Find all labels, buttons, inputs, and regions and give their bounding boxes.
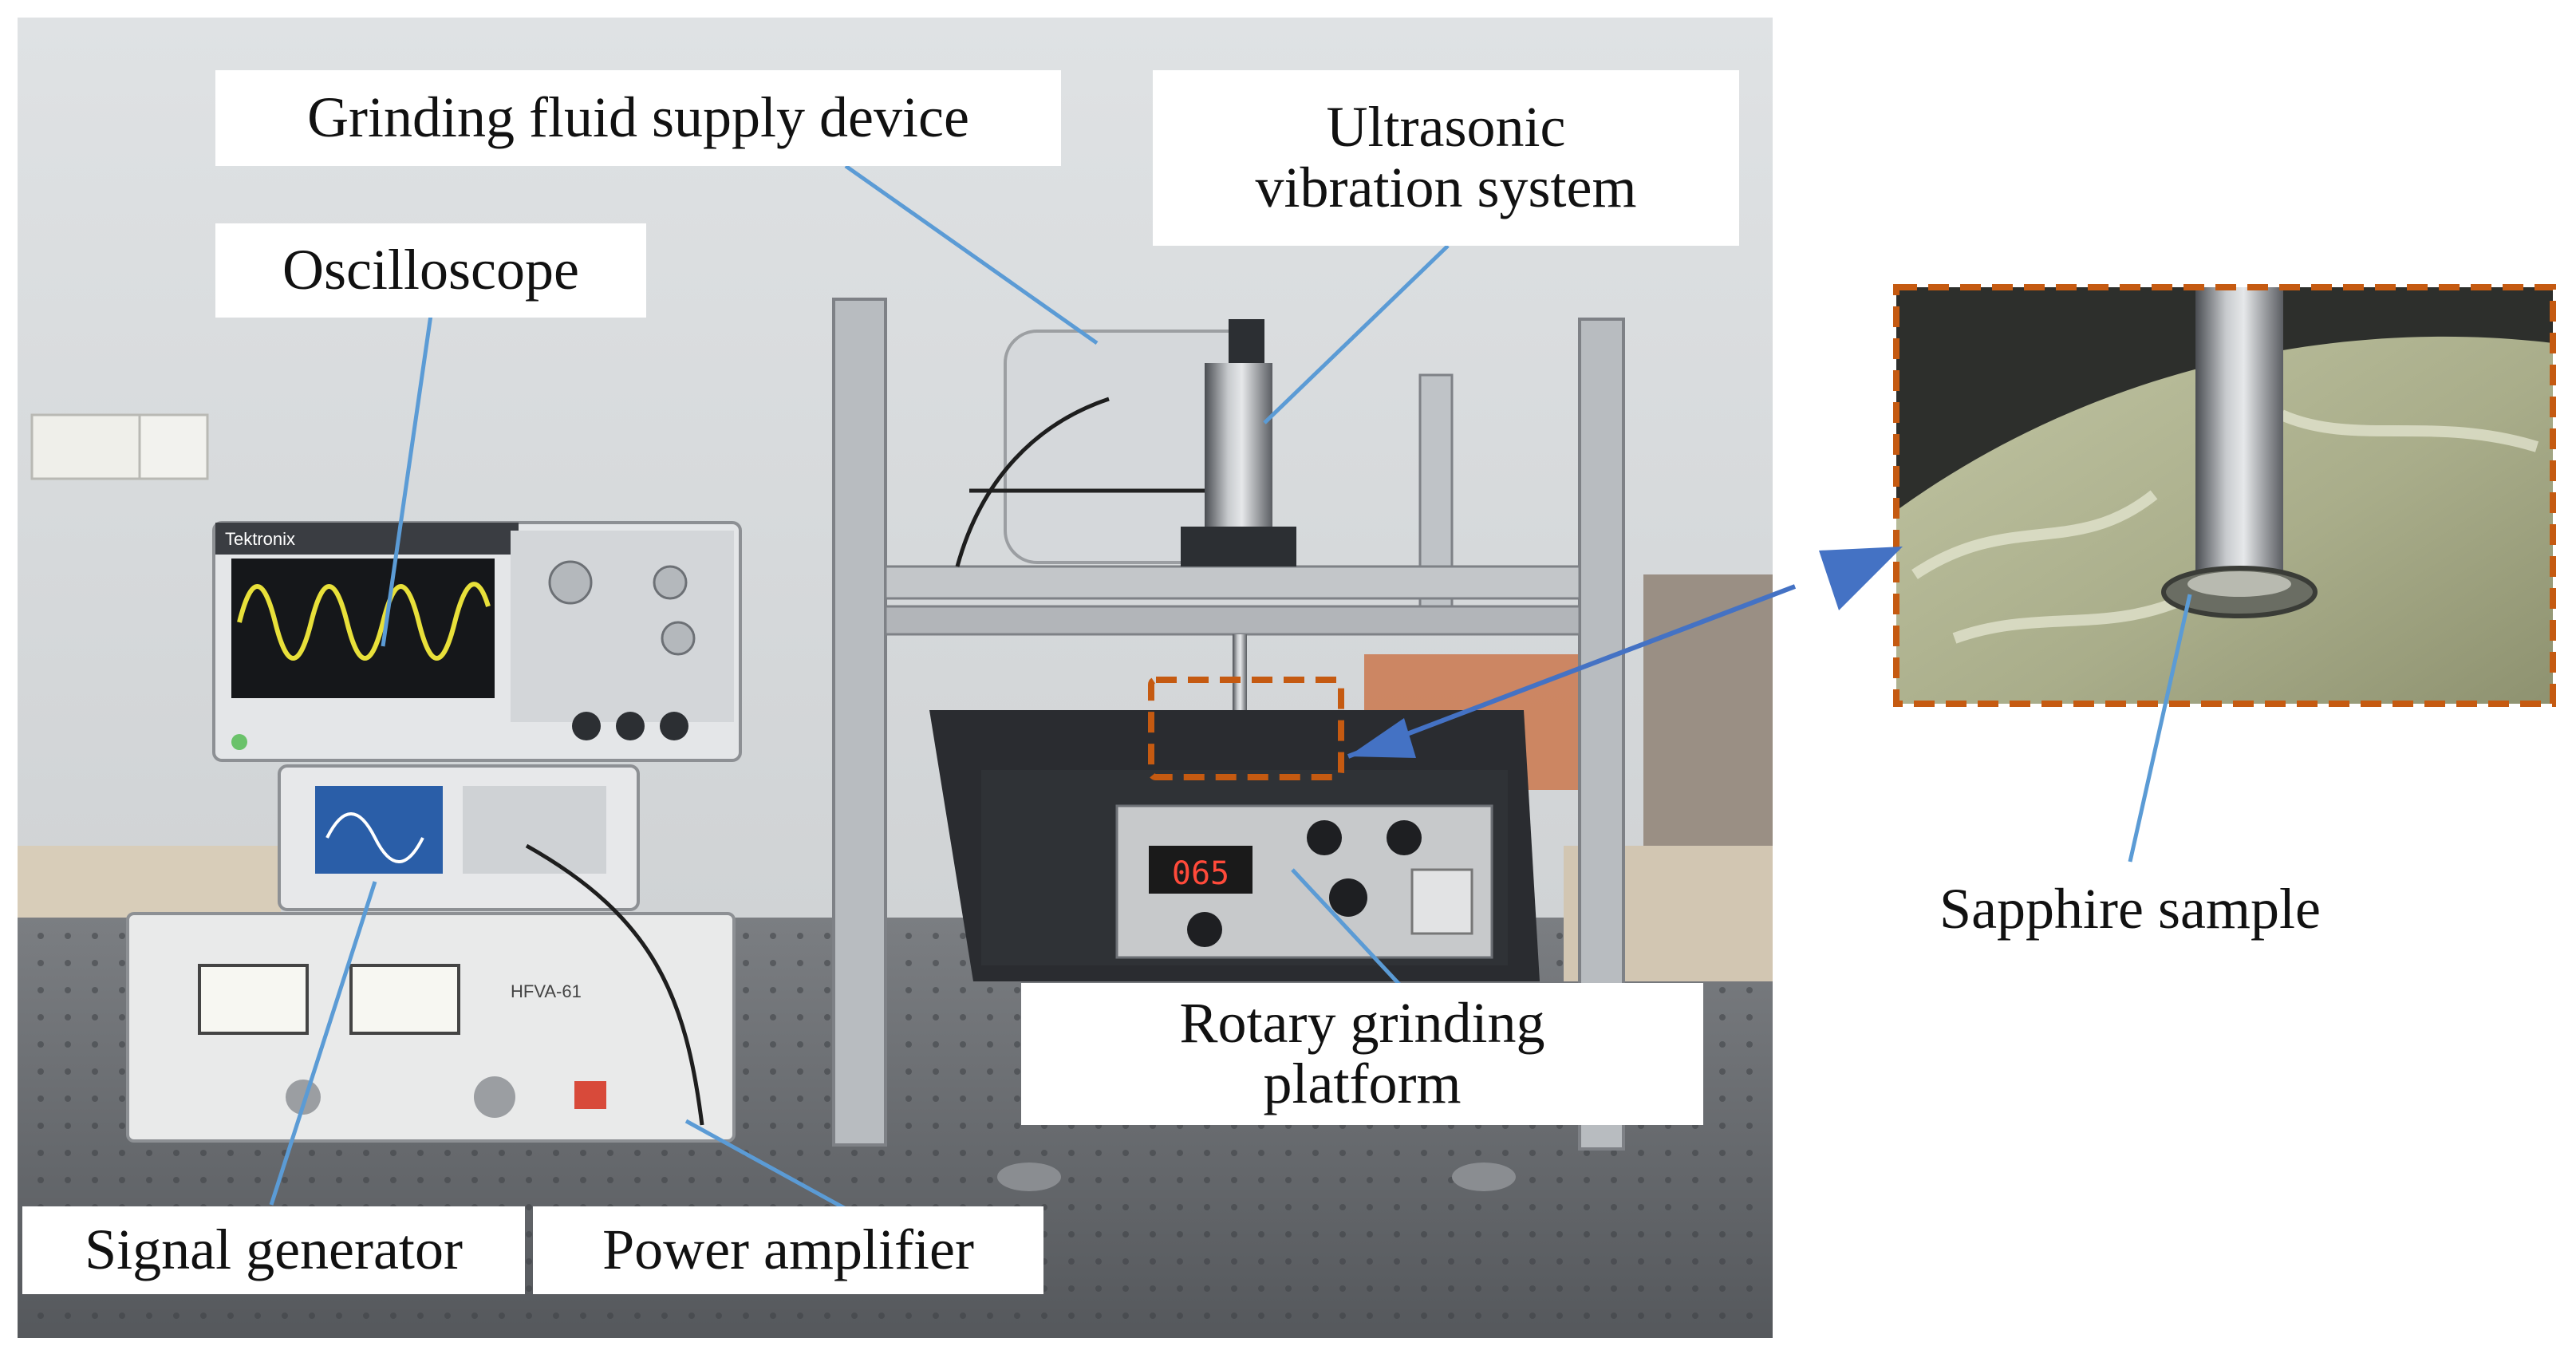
ultrasonic-assembly [1181, 319, 1296, 746]
leader-sapphire-sample [2128, 594, 2192, 863]
signal-generator-device [278, 764, 640, 911]
label-rotary-grinding-platform: Rotary grinding platform [1021, 983, 1703, 1125]
oscilloscope-device: Tektronix [212, 521, 742, 762]
inset-rod [2195, 287, 2283, 590]
leader-rotary-platform [1291, 868, 1406, 991]
inset-dashed-border [1893, 284, 2556, 707]
rotary-platform-device: 065 [929, 710, 1540, 1191]
inset-dark-rim [1896, 287, 2553, 511]
wall-switch-panel [30, 413, 153, 480]
label-grinding-fluid-supply-device: Grinding fluid supply device [215, 70, 1061, 166]
wall-thermostat [138, 413, 209, 480]
label-ultrasonic-vibration-system: Ultrasonic vibration system [1153, 70, 1739, 246]
amplifier-meter-right [349, 964, 460, 1035]
amplifier-meter-left [198, 964, 309, 1035]
leader-grinding-fluid [844, 164, 1099, 345]
sapphire-inset [1893, 284, 2556, 707]
label-power-amplifier: Power amplifier [533, 1206, 1043, 1294]
platform-readout: 065 [1172, 855, 1229, 892]
zoom-arrow [1347, 547, 1903, 759]
label-signal-generator: Signal generator [22, 1206, 525, 1294]
signal-cable [955, 397, 1110, 567]
oscilloscope-brand: Tektronix [225, 529, 295, 549]
leader-lines [269, 164, 2192, 1211]
amplifier-model: HFVA-61 [511, 981, 582, 1001]
power-amplifier-device: HFVA-61 [126, 912, 736, 1143]
leader-oscilloscope [381, 314, 433, 647]
amplifier-cable [525, 843, 704, 1126]
platform-display [1149, 846, 1252, 894]
oscilloscope-knob [548, 560, 593, 605]
leader-ultrasonic [1263, 244, 1450, 424]
label-sapphire-sample: Sapphire sample [1939, 877, 2321, 941]
label-oscilloscope: Oscilloscope [215, 223, 646, 318]
leader-signal-generator [269, 881, 377, 1206]
signal-generator-screen [315, 786, 443, 874]
inset-fluid-streaks [1911, 409, 2539, 644]
oscilloscope-waveform [237, 582, 491, 661]
highlight-box [1148, 677, 1344, 780]
leader-power-amplifier [684, 1119, 847, 1211]
